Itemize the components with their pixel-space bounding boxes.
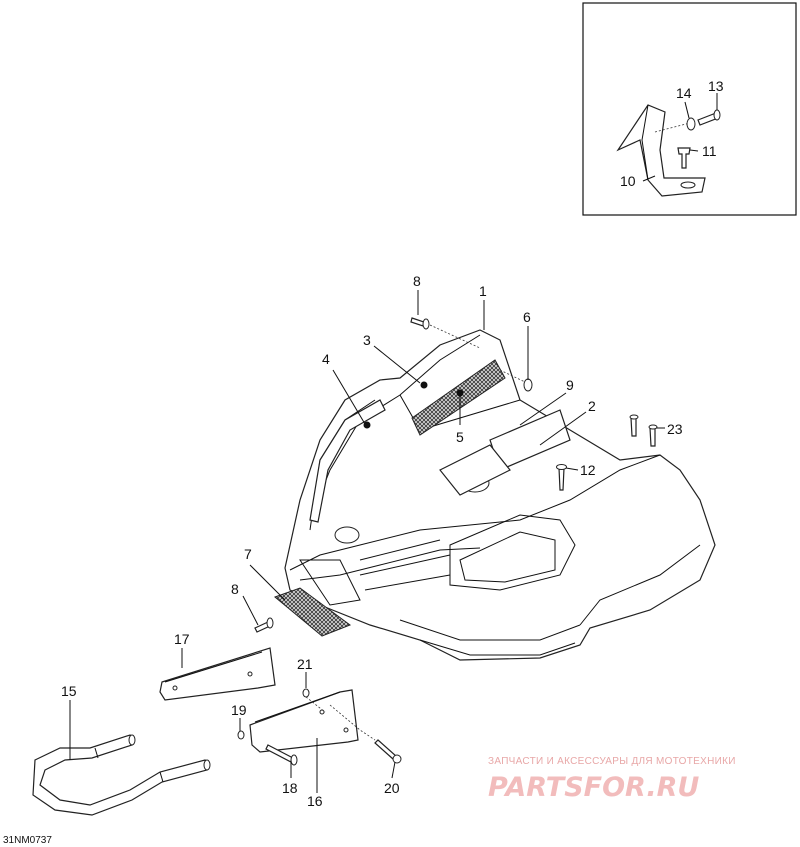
washer-part-6 — [523, 378, 533, 392]
callout-3: 3 — [363, 332, 371, 348]
callout-8-top: 8 — [413, 273, 421, 289]
inset-frame — [582, 2, 797, 216]
callout-18: 18 — [282, 780, 298, 796]
rivet-part-8-top — [410, 317, 481, 349]
belly-pan-part-1 — [284, 329, 716, 661]
callout-6: 6 — [523, 309, 531, 325]
callout-15: 15 — [61, 683, 77, 699]
callout-11: 11 — [702, 143, 717, 159]
callout-4: 4 — [322, 351, 330, 367]
sticker-part-9 — [439, 444, 511, 496]
leader-lines — [69, 93, 718, 793]
bracket-part-10 — [616, 104, 706, 197]
callout-2: 2 — [588, 398, 596, 414]
callout-9: 9 — [566, 377, 574, 393]
callout-8-lower: 8 — [231, 581, 239, 597]
callout-20: 20 — [384, 780, 400, 796]
callout-5: 5 — [456, 429, 464, 445]
callout-17: 17 — [174, 631, 190, 647]
trim-part-4 — [309, 399, 386, 523]
nut-part-21 — [302, 688, 310, 698]
callout-12: 12 — [580, 462, 596, 478]
bracket-part-17 — [159, 647, 276, 701]
callout-10: 10 — [620, 173, 636, 189]
diagram-code: 31NM0737 — [3, 835, 52, 846]
callout-14: 14 — [676, 85, 692, 101]
callout-21: 21 — [297, 656, 313, 672]
watermark-brand: PARTSFOR.RU — [488, 772, 699, 803]
callout-19: 19 — [231, 702, 247, 718]
screw-part-11 — [677, 147, 691, 169]
watermark-subtitle: ЗАПЧАСТИ И АКСЕССУАРЫ ДЛЯ МОТОТЕХНИКИ — [488, 756, 736, 767]
mesh-part-7 — [274, 587, 352, 637]
callout-23: 23 — [667, 421, 683, 437]
rivet-part-12 — [556, 464, 567, 491]
mesh-part-5 — [411, 359, 506, 436]
callout-16: 16 — [307, 793, 323, 809]
washer-part-14 — [686, 117, 696, 131]
callout-1: 1 — [479, 283, 487, 299]
bolt-part-20 — [374, 739, 402, 764]
rivet-part-8-lower — [254, 617, 274, 633]
screws-part-23 — [629, 414, 658, 447]
callout-7: 7 — [244, 546, 252, 562]
bracket-part-16 — [249, 689, 359, 753]
callout-13: 13 — [708, 78, 724, 94]
nut-part-19 — [237, 730, 245, 740]
bumper-part-15 — [32, 734, 211, 816]
bolt-part-13 — [697, 109, 721, 126]
